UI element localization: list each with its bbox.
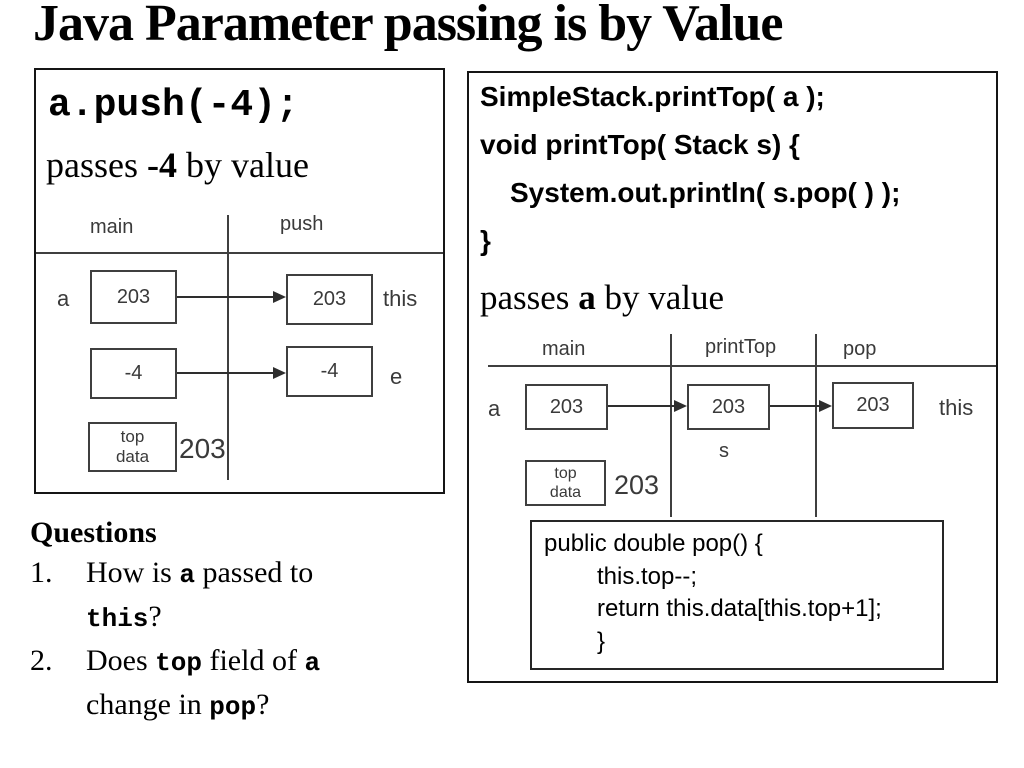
- questions-heading: Questions: [30, 516, 157, 549]
- right-diagram-box-pop-203: 203: [832, 382, 914, 429]
- left-stack-data-field: data: [115, 447, 150, 466]
- left-diagram-var-a-label: a: [57, 286, 70, 311]
- right-diagram-divider-line-2: [815, 334, 817, 517]
- right-diagram-stack-box: top data: [525, 460, 606, 506]
- question-item-1: 1. How is a passed to this?: [30, 552, 460, 640]
- left-diagram-this-label: this: [383, 286, 418, 311]
- question-2-number: 2.: [30, 644, 53, 677]
- right-code-line-2: void printTop( Stack s) {: [480, 129, 800, 160]
- question-1-text: How is a passed to this?: [86, 556, 314, 634]
- left-diagram-column-main: main: [90, 216, 134, 238]
- left-diagram-header-line: [36, 252, 443, 254]
- keyword-top: top: [155, 648, 202, 678]
- right-code-line-1: SimpleStack.printTop( a );: [480, 81, 825, 112]
- right-diagram-column-pop: pop: [843, 338, 877, 360]
- right-diagram-header-line: [488, 365, 996, 367]
- right-diagram-s-label: s: [719, 440, 729, 462]
- left-diagram-box-neg4-main: -4: [90, 348, 177, 399]
- slide-title: Java Parameter passing is by Value: [33, 0, 783, 52]
- right-panel: SimpleStack.printTop( a ); void printTop…: [467, 71, 998, 683]
- right-diagram-divider-line-1: [670, 334, 672, 517]
- right-stack-top-field: top: [554, 465, 577, 482]
- left-diagram-arrow-row1: [177, 291, 286, 303]
- questions-section: Questions 1. How is a passed to this? 2.…: [30, 514, 460, 728]
- keyword-this: this: [86, 604, 149, 634]
- left-diagram-divider-line: [227, 215, 229, 480]
- keyword-pop: pop: [209, 692, 257, 722]
- pop-code-line-1: public double pop() {: [544, 530, 763, 557]
- left-caption: passes -4 by value: [46, 144, 309, 186]
- left-code-statement: a.push(-4);: [48, 84, 299, 127]
- keyword-a2: a: [304, 648, 321, 678]
- right-diagram-arrow-2: [770, 400, 832, 412]
- question-item-2: 2. Does top field of a change in pop?: [30, 640, 460, 728]
- pop-code-box: public double pop() { this.top--; return…: [530, 520, 944, 670]
- left-caption-emphasis: -4: [147, 145, 177, 185]
- question-2-text: Does top field of a change in pop?: [86, 644, 321, 722]
- question-1-number: 1.: [30, 556, 53, 589]
- left-diagram-box-a-203: 203: [90, 270, 177, 324]
- pop-code-line-2: this.top--;: [597, 563, 698, 590]
- pop-code-line-4: }: [597, 628, 606, 655]
- right-caption-emphasis: a: [578, 278, 596, 317]
- right-diagram-stack-value: 203: [614, 470, 660, 500]
- right-caption-post: by value: [595, 278, 724, 317]
- right-code-line-4: }: [480, 225, 491, 256]
- right-diagram-box-printtop-203: 203: [687, 384, 770, 430]
- right-caption-pre: passes: [480, 278, 579, 317]
- right-caption: passes a by value: [480, 278, 724, 318]
- left-diagram-arrow-row2: [177, 367, 286, 379]
- keyword-a: a: [179, 560, 195, 590]
- left-caption-post: by value: [177, 145, 309, 185]
- right-diagram-column-main: main: [542, 338, 586, 360]
- left-diagram-box-neg4-push: -4: [286, 346, 373, 397]
- pop-code-line-3: return this.data[this.top+1];: [597, 595, 882, 622]
- right-diagram-arrow-1: [608, 400, 687, 412]
- left-diagram-stack-box: top data: [88, 422, 177, 472]
- left-diagram-stack-value: 203: [179, 433, 226, 464]
- left-diagram-box-this-203: 203: [286, 274, 373, 325]
- left-stack-top-field: top: [120, 427, 145, 446]
- right-diagram-this-label: this: [939, 395, 974, 420]
- right-diagram-var-a-label: a: [488, 396, 501, 421]
- right-diagram-box-main-203: 203: [525, 384, 608, 430]
- right-code-line-3: System.out.println( s.pop( ) );: [510, 177, 901, 208]
- left-diagram-column-push: push: [280, 213, 324, 235]
- left-diagram-e-label: e: [390, 364, 403, 389]
- right-stack-data-field: data: [549, 484, 582, 501]
- left-panel: a.push(-4); passes -4 by value main push…: [34, 68, 445, 494]
- left-caption-pre: passes: [46, 145, 147, 185]
- right-diagram-column-printtop: printTop: [705, 336, 777, 358]
